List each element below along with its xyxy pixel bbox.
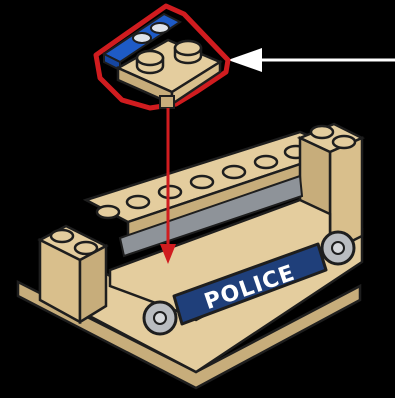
pointer-arrow-icon (228, 48, 395, 72)
wheel-left (144, 302, 176, 334)
wheel-right (322, 232, 354, 264)
police-vehicle-build: POLICE (18, 124, 362, 388)
new-part-callout (96, 6, 228, 108)
